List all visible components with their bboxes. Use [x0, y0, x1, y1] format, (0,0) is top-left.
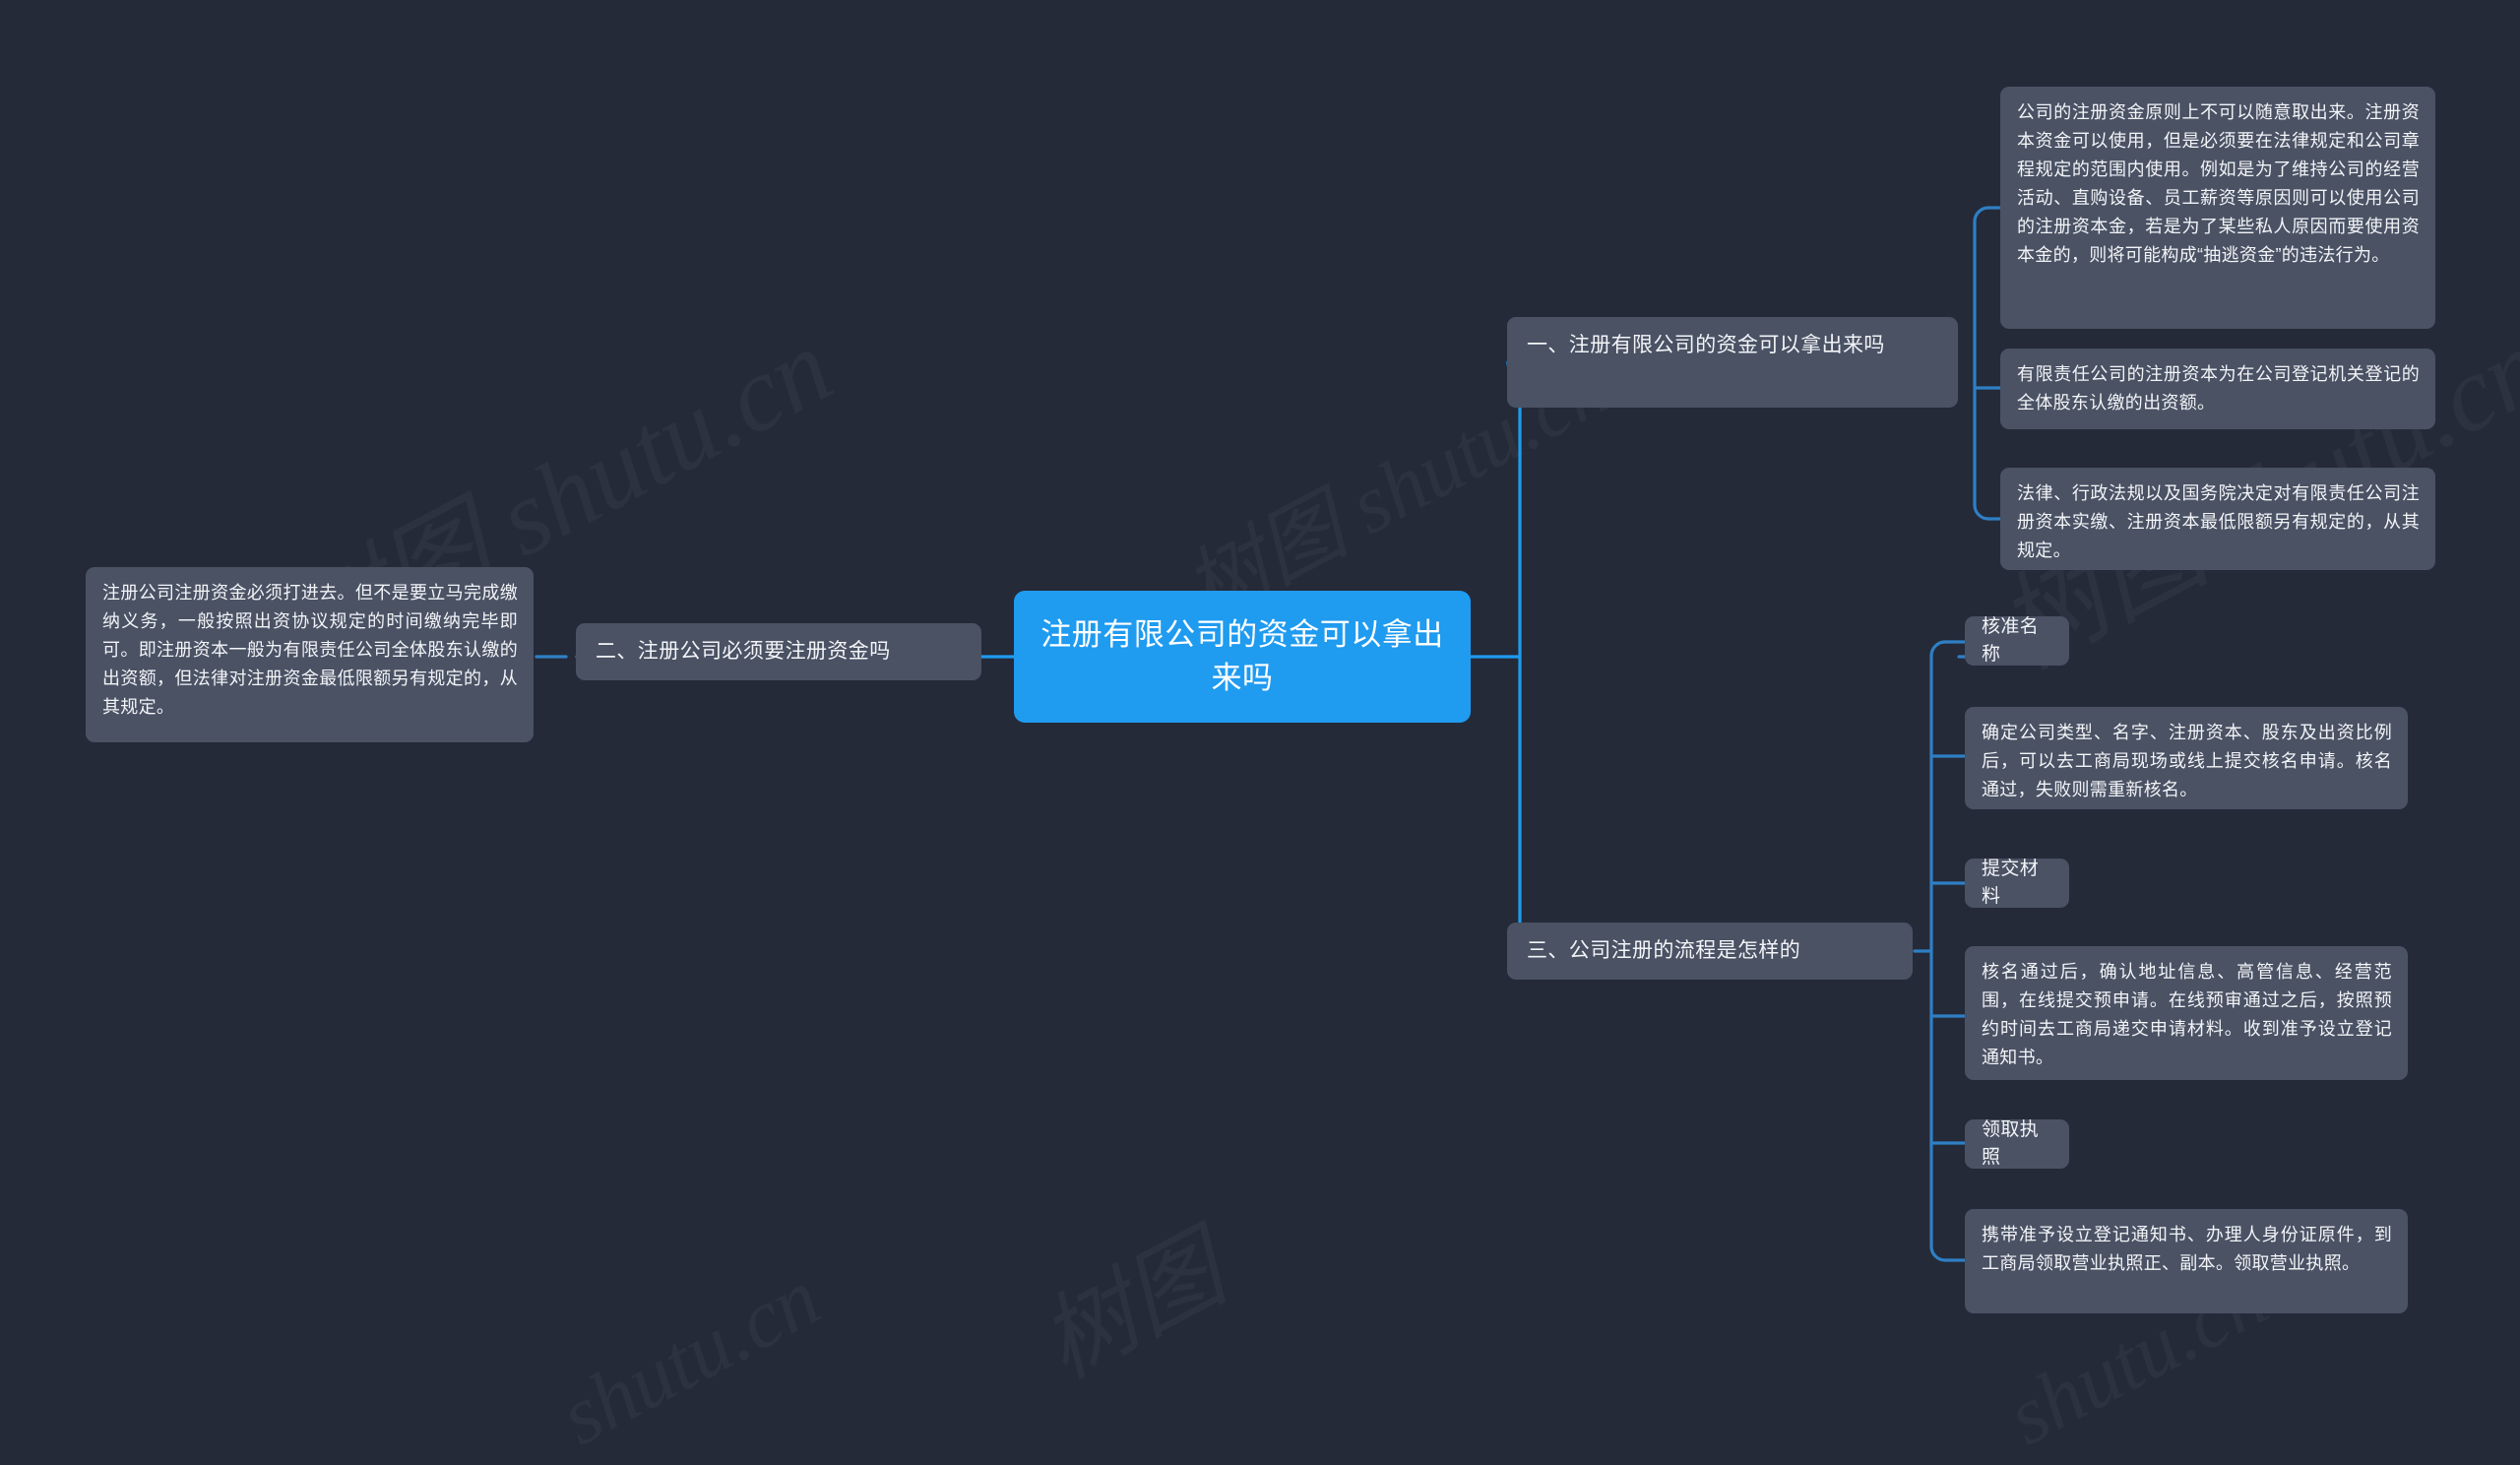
step-node-b3-s3[interactable]: 领取执照 — [1965, 1119, 2069, 1169]
step-node-b3-s2[interactable]: 提交材料 — [1965, 859, 2069, 908]
branch-node-1-label: 一、注册有限公司的资金可以拿出来吗 — [1527, 334, 1885, 356]
leaf-node-b2-c1[interactable]: 注册公司注册资金必须打进去。但不是要立马完成缴纳义务，一般按照出资协议规定的时间… — [86, 567, 534, 742]
leaf-node-b1-c3-label: 法律、行政法规以及国务院决定对有限责任公司注册资本实缴、注册资本最低限额另有规定… — [2017, 483, 2420, 560]
branch-node-2-label: 二、注册公司必须要注册资金吗 — [596, 640, 891, 663]
mindmap-canvas: 树图 shutu.cn 树图 shutu.cn 树图 shutu.cn shut… — [86, 87, 2435, 1404]
root-node-label: 注册有限公司的资金可以拿出来吗 — [1040, 617, 1444, 695]
branch-node-1[interactable]: 一、注册有限公司的资金可以拿出来吗 — [1507, 317, 1958, 408]
branch-node-3-label: 三、公司注册的流程是怎样的 — [1527, 939, 1801, 962]
leaf-node-b3-c1-label: 确定公司类型、名字、注册资本、股东及出资比例后，可以去工商局现场或线上提交核名申… — [1982, 723, 2392, 799]
watermark: 树图 — [1013, 1194, 1244, 1404]
step-node-b3-s1[interactable]: 核准名称 — [1965, 616, 2069, 666]
leaf-node-b1-c3[interactable]: 法律、行政法规以及国务院决定对有限责任公司注册资本实缴、注册资本最低限额另有规定… — [2000, 468, 2435, 570]
leaf-node-b3-c2[interactable]: 核名通过后，确认地址信息、高管信息、经营范围，在线提交预申请。在线预审通过之后，… — [1965, 946, 2408, 1080]
leaf-node-b3-c3-label: 携带准予设立登记通知书、办理人身份证原件，到工商局领取营业执照正、副本。领取营业… — [1982, 1225, 2392, 1273]
leaf-node-b3-c2-label: 核名通过后，确认地址信息、高管信息、经营范围，在线提交预申请。在线预审通过之后，… — [1982, 962, 2392, 1067]
leaf-node-b1-c2-label: 有限责任公司的注册资本为在公司登记机关登记的全体股东认缴的出资额。 — [2017, 364, 2420, 413]
step-node-b3-s3-label: 领取执照 — [1982, 1119, 2040, 1168]
leaf-node-b1-c1-label: 公司的注册资金原则上不可以随意取出来。注册资本资金可以使用，但是必须要在法律规定… — [2017, 102, 2420, 265]
watermark: shutu.cn — [545, 1249, 836, 1464]
branch-node-2[interactable]: 二、注册公司必须要注册资金吗 — [576, 623, 981, 680]
branch-node-3[interactable]: 三、公司注册的流程是怎样的 — [1507, 923, 1913, 980]
leaf-node-b1-c1[interactable]: 公司的注册资金原则上不可以随意取出来。注册资本资金可以使用，但是必须要在法律规定… — [2000, 87, 2435, 329]
step-node-b3-s2-label: 提交材料 — [1982, 859, 2040, 907]
root-node[interactable]: 注册有限公司的资金可以拿出来吗 — [1014, 591, 1471, 723]
step-node-b3-s1-label: 核准名称 — [1982, 616, 2040, 665]
leaf-node-b2-c1-label: 注册公司注册资金必须打进去。但不是要立马完成缴纳义务，一般按照出资协议规定的时间… — [102, 583, 518, 717]
leaf-node-b3-c3[interactable]: 携带准予设立登记通知书、办理人身份证原件，到工商局领取营业执照正、副本。领取营业… — [1965, 1209, 2408, 1313]
leaf-node-b1-c2[interactable]: 有限责任公司的注册资本为在公司登记机关登记的全体股东认缴的出资额。 — [2000, 349, 2435, 429]
leaf-node-b3-c1[interactable]: 确定公司类型、名字、注册资本、股东及出资比例后，可以去工商局现场或线上提交核名申… — [1965, 707, 2408, 809]
